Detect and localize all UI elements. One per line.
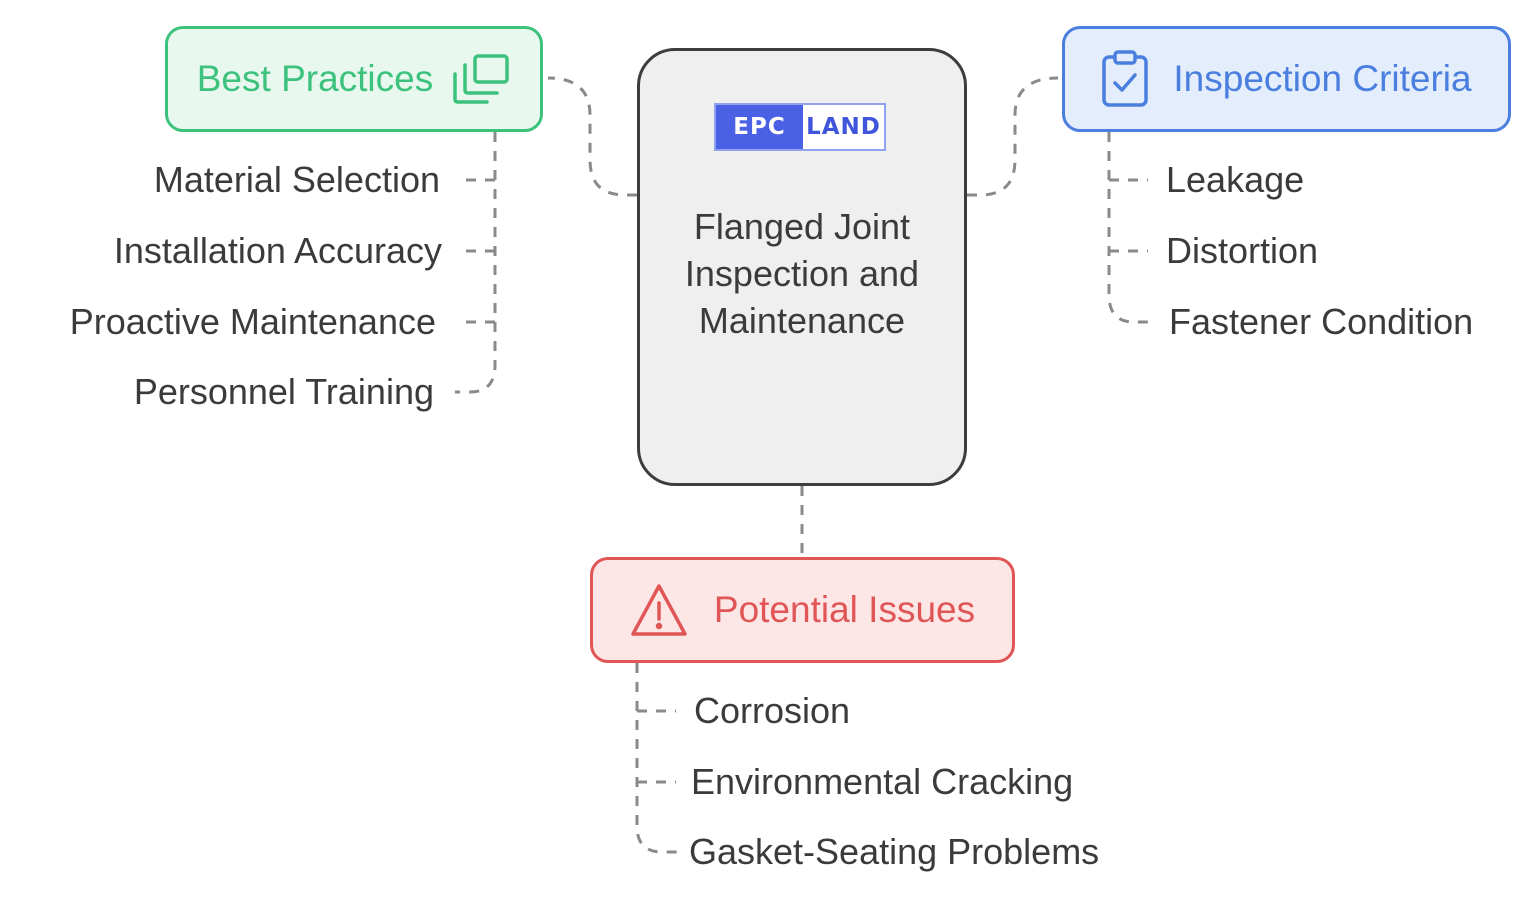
warning-triangle-icon (630, 583, 688, 637)
potential-issues-title: Potential Issues (713, 589, 976, 630)
potential-issue-item-environmental-cracking: Environmental Cracking (691, 761, 1074, 802)
logo-text-left: EPC (716, 105, 803, 149)
best-practice-item-material-selection: Material Selection (153, 159, 440, 200)
inspection-criteria-node[interactable]: Inspection Criteria (1062, 26, 1511, 132)
best-practice-item-installation-accuracy: Installation Accuracy (113, 230, 442, 271)
inspection-criteria-title: Inspection Criteria (1173, 58, 1472, 99)
best-practice-item-personnel-training: Personnel Training (133, 371, 434, 412)
central-topic-node[interactable]: EPC LAND Flanged Joint Inspection and Ma… (637, 48, 967, 486)
inspection-criteria-item-fastener-condition: Fastener Condition (1169, 301, 1474, 342)
potential-issue-item-corrosion: Corrosion (694, 690, 851, 731)
inspection-criteria-item-leakage: Leakage (1166, 159, 1305, 200)
inspection-criteria-item-distortion: Distortion (1166, 230, 1319, 271)
clipboard-check-icon (1101, 50, 1149, 108)
best-practices-title: Best Practices (196, 58, 434, 99)
stacked-cards-icon (451, 53, 511, 105)
potential-issues-node[interactable]: Potential Issues (590, 557, 1015, 663)
potential-issue-item-gasket-seating-problems: Gasket-Seating Problems (689, 831, 1100, 872)
logo-text-right: LAND (803, 105, 884, 149)
best-practice-item-proactive-maintenance: Proactive Maintenance (69, 301, 436, 342)
epcland-logo: EPC LAND (714, 103, 886, 151)
best-practices-node[interactable]: Best Practices (165, 26, 543, 132)
central-topic-title: Flanged Joint Inspection and Maintenance (684, 206, 920, 341)
